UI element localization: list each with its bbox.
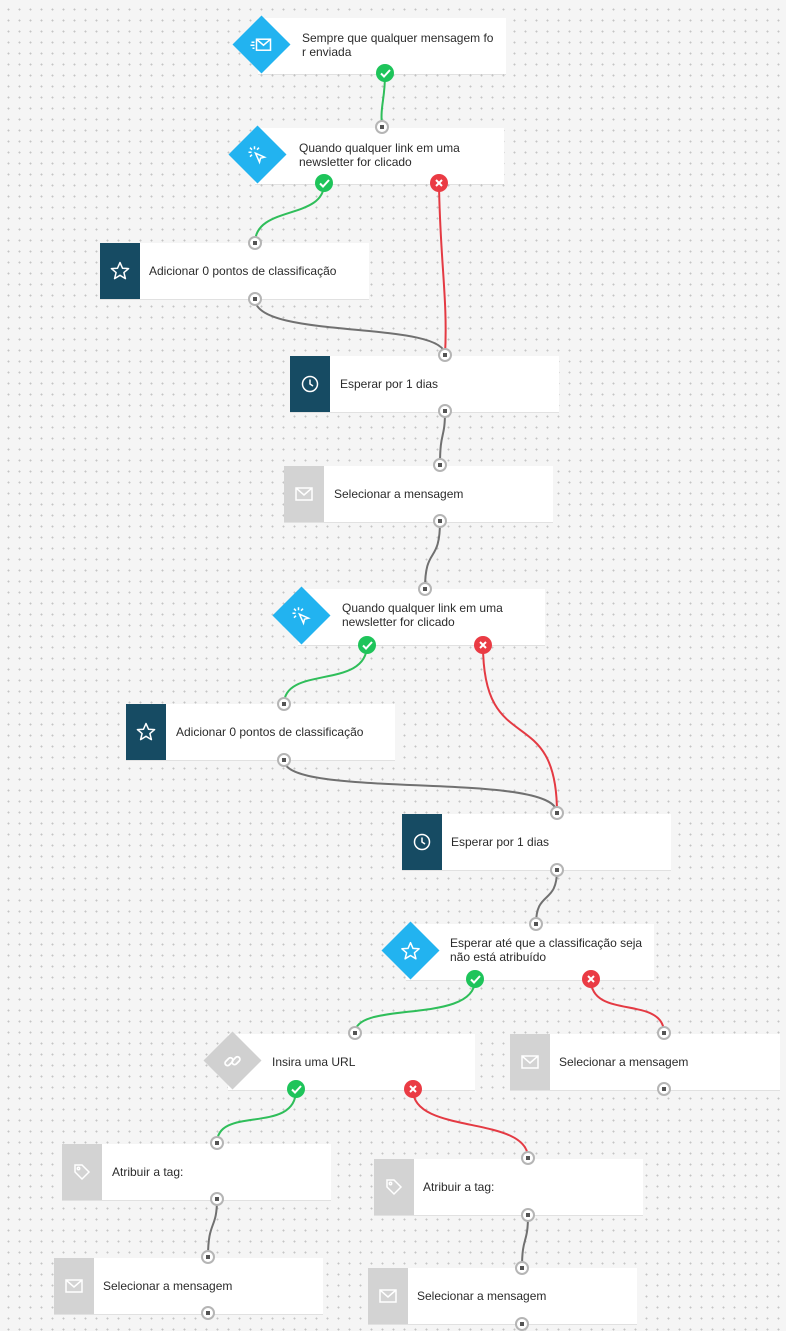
node-select-message[interactable]: Selecionar a mensagem xyxy=(368,1268,637,1324)
node-select-message[interactable]: Selecionar a mensagem xyxy=(284,466,553,522)
output-port[interactable] xyxy=(550,863,564,877)
connector-green xyxy=(283,644,368,705)
connector-gray xyxy=(521,1214,529,1269)
node-trigger-message-sent[interactable]: Sempre que qualquer mensagem fo r enviad… xyxy=(258,18,506,74)
branch-yes-button[interactable] xyxy=(287,1080,305,1098)
connector-gray xyxy=(424,520,441,590)
node-label: Selecionar a mensagem xyxy=(334,487,464,501)
click-icon xyxy=(228,125,287,184)
branch-no-button[interactable] xyxy=(430,174,448,192)
input-port[interactable] xyxy=(277,697,291,711)
output-port[interactable] xyxy=(277,753,291,767)
node-wait-until-score[interactable]: Esperar até que a classificação seja não… xyxy=(406,924,654,980)
output-port[interactable] xyxy=(521,1208,535,1222)
branch-no-button[interactable] xyxy=(582,970,600,988)
connector-gray xyxy=(439,410,446,466)
connector-red xyxy=(412,1089,529,1159)
mail-icon xyxy=(54,1258,94,1314)
input-port[interactable] xyxy=(657,1026,671,1040)
node-label: Esperar até que a classificação seja não… xyxy=(450,936,643,964)
input-port[interactable] xyxy=(515,1261,529,1275)
branch-yes-button[interactable] xyxy=(376,64,394,82)
input-port[interactable] xyxy=(418,582,432,596)
connector-gray xyxy=(283,759,558,814)
output-port[interactable] xyxy=(657,1082,671,1096)
connector-green xyxy=(216,1089,297,1144)
input-port[interactable] xyxy=(248,236,262,250)
node-wait[interactable]: Esperar por 1 dias xyxy=(290,356,559,412)
node-trigger-link-clicked[interactable]: Quando qualquer link em uma newsletter f… xyxy=(255,128,504,184)
branch-no-button[interactable] xyxy=(404,1080,422,1098)
mail-icon xyxy=(368,1268,408,1324)
node-assign-tag[interactable]: Atribuir a tag: xyxy=(374,1159,643,1215)
node-label: Adicionar 0 pontos de classificação xyxy=(176,725,364,739)
node-label: Selecionar a mensagem xyxy=(559,1055,689,1069)
node-trigger-link-clicked[interactable]: Quando qualquer link em uma newsletter f… xyxy=(298,589,545,645)
node-select-message[interactable]: Selecionar a mensagem xyxy=(510,1034,780,1090)
tag-icon xyxy=(62,1144,102,1200)
node-label: Esperar por 1 dias xyxy=(451,835,550,849)
tag-icon xyxy=(374,1159,414,1215)
output-port[interactable] xyxy=(210,1192,224,1206)
mail-icon xyxy=(510,1034,550,1090)
send-mail-icon xyxy=(232,15,291,74)
node-label: Selecionar a mensagem xyxy=(417,1289,547,1303)
output-port[interactable] xyxy=(433,514,447,528)
node-insert-url[interactable]: Insira uma URL xyxy=(228,1034,475,1090)
input-port[interactable] xyxy=(210,1136,224,1150)
connector-red xyxy=(482,644,558,814)
branch-yes-button[interactable] xyxy=(358,636,376,654)
input-port[interactable] xyxy=(550,806,564,820)
output-port[interactable] xyxy=(515,1317,529,1331)
clock-icon xyxy=(290,356,330,412)
input-port[interactable] xyxy=(201,1250,215,1264)
branch-yes-button[interactable] xyxy=(466,970,484,988)
connector-red xyxy=(438,183,447,356)
connector-green xyxy=(354,979,476,1034)
node-label: Atribuir a tag: xyxy=(112,1165,184,1179)
node-select-message[interactable]: Selecionar a mensagem xyxy=(54,1258,323,1314)
output-port[interactable] xyxy=(248,292,262,306)
input-port[interactable] xyxy=(375,120,389,134)
link-icon xyxy=(203,1031,262,1090)
node-label: Adicionar 0 pontos de classificação xyxy=(149,264,337,278)
node-assign-tag[interactable]: Atribuir a tag: xyxy=(62,1144,331,1200)
node-label: Quando qualquer link em uma newsletter f… xyxy=(342,601,503,629)
node-label: Esperar por 1 dias xyxy=(340,377,439,391)
output-port[interactable] xyxy=(201,1306,215,1320)
click-icon xyxy=(272,586,331,645)
input-port[interactable] xyxy=(521,1151,535,1165)
connector-red xyxy=(590,979,665,1034)
branch-yes-button[interactable] xyxy=(315,174,333,192)
output-port[interactable] xyxy=(438,404,452,418)
node-wait[interactable]: Esperar por 1 dias xyxy=(402,814,671,870)
node-label: Selecionar a mensagem xyxy=(103,1279,233,1293)
star-icon xyxy=(126,704,166,760)
node-label: Insira uma URL xyxy=(272,1055,356,1069)
connector-gray xyxy=(254,298,446,356)
star-icon xyxy=(381,921,440,980)
node-label: Sempre que qualquer mensagem fo r enviad… xyxy=(302,31,494,59)
input-port[interactable] xyxy=(433,458,447,472)
connector-gray xyxy=(535,869,558,925)
node-label: Atribuir a tag: xyxy=(423,1180,495,1194)
node-add-score[interactable]: Adicionar 0 pontos de classificação xyxy=(126,704,395,760)
clock-icon xyxy=(402,814,442,870)
star-icon xyxy=(100,243,140,299)
branch-no-button[interactable] xyxy=(474,636,492,654)
input-port[interactable] xyxy=(348,1026,362,1040)
mail-icon xyxy=(284,466,324,522)
node-add-score[interactable]: Adicionar 0 pontos de classificação xyxy=(100,243,369,299)
connector-green xyxy=(254,183,325,244)
input-port[interactable] xyxy=(438,348,452,362)
connector-gray xyxy=(207,1198,218,1258)
node-label: Quando qualquer link em uma newsletter f… xyxy=(299,141,460,169)
input-port[interactable] xyxy=(529,917,543,931)
